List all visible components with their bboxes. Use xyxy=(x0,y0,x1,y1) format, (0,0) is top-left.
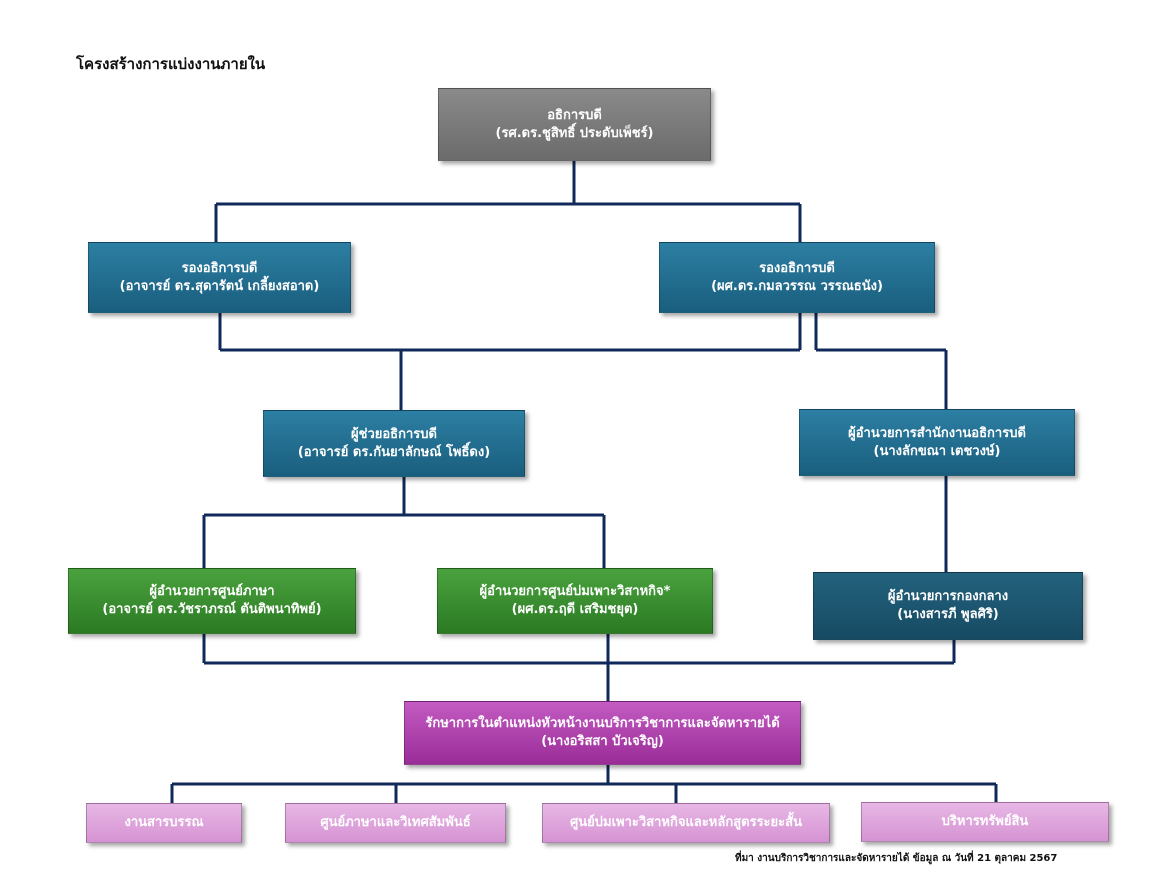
unit-label-incubation-short-course: ศูนย์บ่มเพาะวิสาหกิจและหลักสูตรระยะสั้น xyxy=(570,815,802,831)
president-name: (รศ.ดร.ชูสิทธิ์ ประดับเพ็ชร์) xyxy=(495,125,654,141)
unit-label-language-international: ศูนย์ภาษาและวิเทศสัมพันธ์ xyxy=(320,815,471,831)
president-role: อธิการบดี xyxy=(547,107,602,123)
assistant-president-name: (อาจารย์ ดร.กันยาลักษณ์ โพธิ์ดง) xyxy=(297,444,491,460)
acting-head-name: (นางอริสสา บัวเจริญ) xyxy=(541,734,664,749)
unit-box-language-international: ศูนย์ภาษาและวิเทศสัมพันธ์ xyxy=(285,803,506,843)
language-center-name: (อาจารย์ ดร.วัชราภรณ์ ตันติพนาทิพย์) xyxy=(102,602,322,617)
page-title: โครงสร้างการแบ่งงานภายใน xyxy=(76,55,266,73)
central-division-name: (นางสารภี พูลศิริ) xyxy=(897,607,999,622)
language-center-box: ผู้อำนวยการศูนย์ภาษา (อาจารย์ ดร.วัชราภร… xyxy=(68,568,356,634)
vice-president-1-role: รองอธิการบดี xyxy=(181,260,258,276)
vice-president-1-name: (อาจารย์ ดร.สุดารัตน์ เกลี้ยงสอาด) xyxy=(119,278,320,294)
unit-box-incubation-short-course: ศูนย์บ่มเพาะวิสาหกิจและหลักสูตรระยะสั้น xyxy=(542,803,830,843)
language-center-role: ผู้อำนวยการศูนย์ภาษา xyxy=(149,584,275,600)
unit-label-correspondence: งานสารบรรณ xyxy=(124,815,204,831)
incubation-center-box: ผู้อำนวยการศูนย์บ่มเพาะวิสาหกิจ* (ผศ.ดร.… xyxy=(437,568,713,634)
assistant-president-box: ผู้ช่วยอธิการบดี (อาจารย์ ดร.กันยาลักษณ์… xyxy=(263,410,525,477)
assistant-president-role: ผู้ช่วยอธิการบดี xyxy=(351,426,437,442)
unit-box-correspondence: งานสารบรรณ xyxy=(86,803,242,843)
source-note: ที่มา งานบริการวิชาการและจัดหารายได้ ข้อ… xyxy=(735,853,1058,864)
unit-label-asset-management: บริหารทรัพย์สิน xyxy=(941,814,1029,830)
vice-president-2-role: รองอธิการบดี xyxy=(759,260,835,276)
central-division-box: ผู้อำนวยการกองกลาง (นางสารภี พูลศิริ) xyxy=(813,572,1083,640)
acting-head-role: รักษาการในตำแหน่งหัวหน้างานบริการวิชาการ… xyxy=(425,716,780,732)
office-director-box: ผู้อำนวยการสำนักงานอธิการบดี (นางลักขณา … xyxy=(799,409,1075,476)
office-director-name: (นางลักขณา เตชวงษ์) xyxy=(873,443,1001,459)
central-division-role: ผู้อำนวยการกองกลาง xyxy=(887,589,1009,605)
vice-president-2-name: (ผศ.ดร.กมลวรรณ วรรณธนัง) xyxy=(711,278,883,294)
president-box: อธิการบดี (รศ.ดร.ชูสิทธิ์ ประดับเพ็ชร์) xyxy=(438,88,711,161)
vice-president-2-box: รองอธิการบดี (ผศ.ดร.กมลวรรณ วรรณธนัง) xyxy=(659,242,935,313)
incubation-center-role: ผู้อำนวยการศูนย์บ่มเพาะวิสาหกิจ* xyxy=(479,584,671,600)
unit-box-asset-management: บริหารทรัพย์สิน xyxy=(861,802,1109,842)
incubation-center-name: (ผศ.ดร.ฤดี เสริมชยุต) xyxy=(511,602,639,617)
office-director-role: ผู้อำนวยการสำนักงานอธิการบดี xyxy=(848,425,1026,441)
acting-head-box: รักษาการในตำแหน่งหัวหน้างานบริการวิชาการ… xyxy=(404,701,801,765)
vice-president-1-box: รองอธิการบดี (อาจารย์ ดร.สุดารัตน์ เกลี้… xyxy=(88,242,351,313)
